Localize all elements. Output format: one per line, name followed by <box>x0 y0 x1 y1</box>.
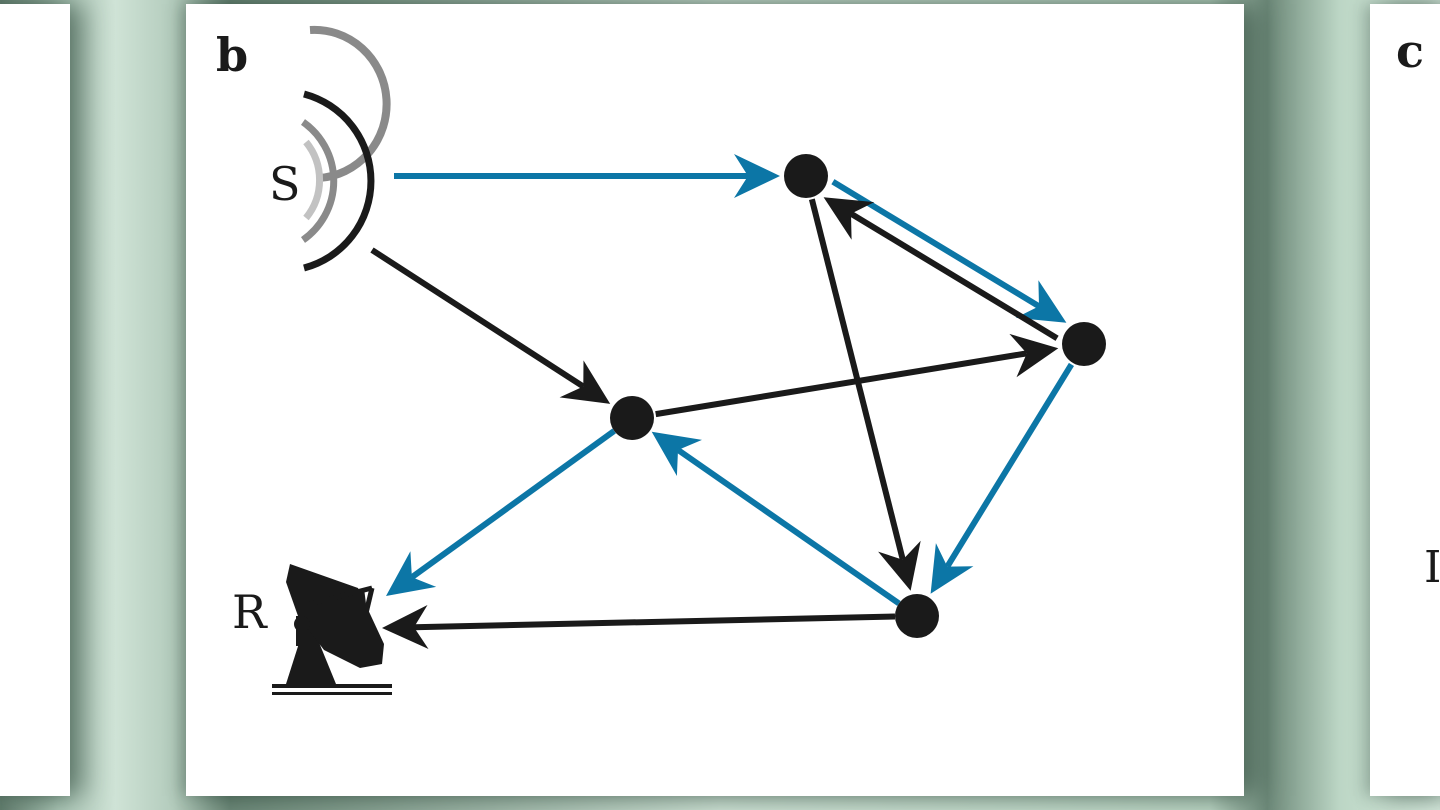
edge-n2-n3 <box>655 333 1059 418</box>
node-n2 <box>610 396 654 440</box>
edge-n3-n1 <box>823 197 1059 341</box>
edge-S-n2 <box>370 247 611 404</box>
radio-telescope-icon <box>272 564 392 695</box>
node-n3 <box>1062 322 1106 366</box>
edge-n2-R <box>386 428 616 596</box>
edge-line <box>410 428 616 580</box>
arrowhead <box>823 197 875 240</box>
edge-n1-n4 <box>808 198 921 591</box>
source-emitter-icon <box>300 25 391 272</box>
arrowhead <box>1015 280 1067 323</box>
edge-line <box>655 350 1028 418</box>
panel-b: b S R <box>186 4 1244 796</box>
arrowhead <box>651 431 702 476</box>
edge-S-n1 <box>394 154 780 198</box>
edges <box>370 154 1074 649</box>
panel-label-c: c <box>1396 24 1425 78</box>
arrowhead <box>878 540 921 591</box>
arrowhead <box>559 360 611 404</box>
receiver-label: R <box>232 585 268 639</box>
edge-n3-n4 <box>930 362 1074 594</box>
edge-line <box>370 247 585 390</box>
arrowhead <box>930 543 974 594</box>
network-diagram: S R <box>232 25 1106 695</box>
source-label: S <box>269 157 301 211</box>
panel-label-b: b <box>216 28 249 82</box>
arrowhead <box>734 154 780 198</box>
edge-line <box>831 179 1041 309</box>
edge-line <box>676 447 901 606</box>
arrowhead <box>382 605 429 649</box>
panel-c: c I <box>1370 4 1440 796</box>
arrowhead <box>386 551 437 596</box>
edge-n4-n2 <box>651 431 901 606</box>
edge-line <box>944 362 1074 569</box>
panel-a <box>0 4 70 796</box>
edge-line <box>413 613 896 631</box>
edge-n4-R <box>382 605 896 649</box>
arrowhead <box>1009 333 1059 378</box>
edge-line <box>849 211 1059 341</box>
node-n4 <box>895 594 939 638</box>
panel-c-partial-text: I <box>1424 542 1440 593</box>
node-n1 <box>784 154 828 198</box>
nodes <box>610 154 1106 638</box>
